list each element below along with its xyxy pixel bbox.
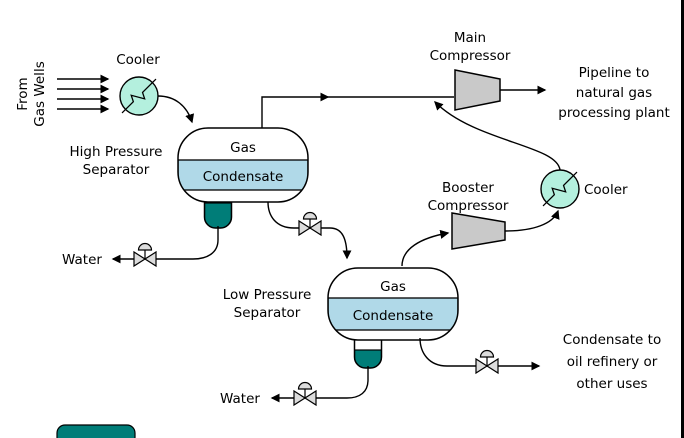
hp-vessel-outline <box>177 127 309 203</box>
pipe-lp-water-out <box>316 366 369 399</box>
lp-gas-label: Gas <box>380 279 406 295</box>
source-label: From Gas Wells <box>15 61 48 126</box>
hp-gas-label: Gas <box>230 140 256 156</box>
cooler-2 <box>540 169 580 209</box>
feed-arrows <box>57 74 110 114</box>
pipeline-label-line3: processing plant <box>558 105 670 121</box>
pipeline-label-line1: Pipeline to <box>579 65 650 81</box>
lp-separator-label-line1: Low Pressure <box>223 287 312 303</box>
main-compressor-label: Main Compressor <box>430 30 511 64</box>
cooler-2-label: Cooler <box>584 182 628 198</box>
pipe-cooler2-to-main-line <box>434 101 561 171</box>
main-compressor-label-line1: Main <box>454 30 486 46</box>
cropped-teal-shape <box>56 424 136 438</box>
lp-condensate-band <box>328 297 458 331</box>
booster-compressor-label: Booster Compressor <box>428 180 509 214</box>
pipe-lp-condensate-out <box>419 337 476 367</box>
hp-separator-label-line2: Separator <box>83 162 150 178</box>
cooler-1-coil <box>121 78 157 114</box>
hp-condensate-band <box>178 159 308 191</box>
hp-water-label: Water <box>62 252 102 268</box>
pipe-booster-to-cooler2 <box>504 209 560 232</box>
condensate-out-label-line2: oil refinery or <box>567 354 658 370</box>
pipe-hp-water-out <box>156 226 219 260</box>
source-label-line1: From <box>15 77 31 110</box>
hp-condensate-label: Condensate <box>203 169 284 185</box>
pipe-hp-condensate-out <box>267 201 299 229</box>
lp-water-label: Water <box>220 391 260 407</box>
booster-compressor-label-line1: Booster <box>442 180 494 196</box>
lp-separator-label-line2: Separator <box>234 305 301 321</box>
condensate-out-label: Condensate to oil refinery or other uses <box>563 332 661 392</box>
cooler-1-label: Cooler <box>116 52 160 68</box>
lp-separator-label: Low Pressure Separator <box>223 287 312 321</box>
pipeline-label: Pipeline to natural gas processing plant <box>558 65 670 121</box>
pipe-condensate-to-lp-separator <box>321 227 352 260</box>
pipe-cooler1-to-hp-separator <box>157 95 195 124</box>
booster-compressor-label-line2: Compressor <box>428 198 509 214</box>
cooler-2-coil <box>542 171 578 207</box>
lp-separator: Gas Condensate <box>327 267 459 341</box>
main-compressor-label-line2: Compressor <box>430 48 511 64</box>
booster-compressor <box>451 212 506 250</box>
pipeline-label-line2: natural gas <box>576 85 652 101</box>
lp-boot-liquid <box>354 349 382 368</box>
lp-condensate-label: Condensate <box>353 308 434 324</box>
main-compressor <box>454 69 501 111</box>
hp-boot-liquid <box>204 202 232 228</box>
lp-vessel-outline <box>327 267 459 341</box>
condensate-out-label-line1: Condensate to <box>563 332 661 348</box>
hp-separator-label: High Pressure Separator <box>70 144 163 178</box>
source-label-line2: Gas Wells <box>32 61 48 126</box>
hp-separator: Gas Condensate <box>177 127 309 203</box>
pipe-hp-gas-riser <box>261 92 330 128</box>
pipe-lp-gas-to-booster <box>401 229 450 267</box>
hp-separator-label-line1: High Pressure <box>70 144 163 160</box>
condensate-out-label-line3: other uses <box>576 376 647 392</box>
